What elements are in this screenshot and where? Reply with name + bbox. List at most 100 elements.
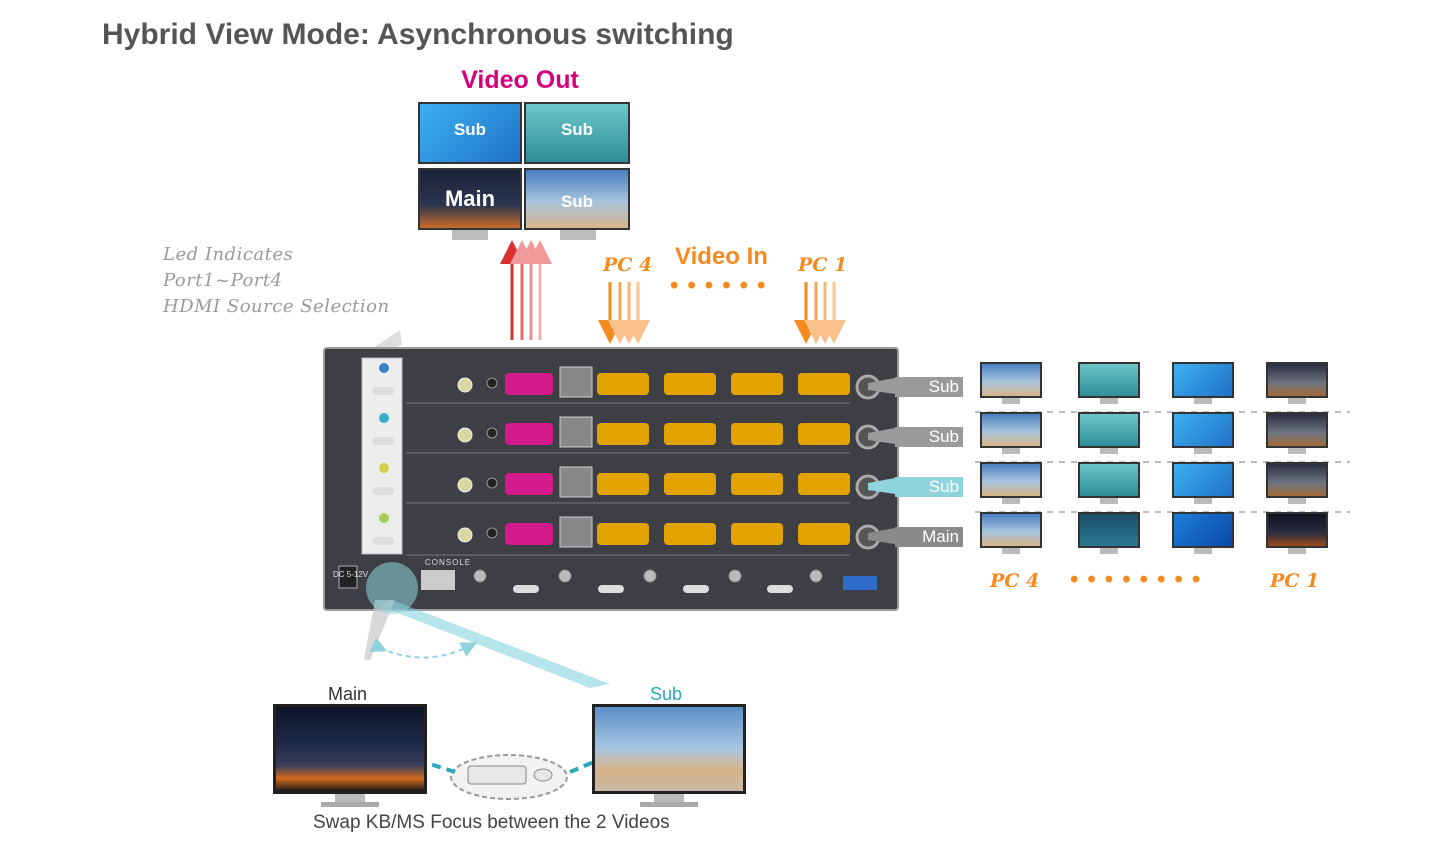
pc-grid-dots: •••••••• xyxy=(1070,566,1210,593)
video-out-screen-bottom-right: Sub xyxy=(524,168,630,230)
pc-monitor-stand xyxy=(1100,498,1118,504)
rj45-port xyxy=(559,516,593,548)
pc-grid-right-label: PC 1 xyxy=(1270,570,1320,592)
pc-monitor-stand xyxy=(1194,398,1212,404)
aux-usbc-port xyxy=(372,487,394,495)
screen-label: Main xyxy=(444,186,496,211)
pc-monitor xyxy=(1266,412,1328,458)
pc-monitor xyxy=(980,512,1042,558)
aux-usbc-port xyxy=(372,387,394,395)
swap-arrow xyxy=(369,637,478,659)
hdmi-out-port xyxy=(505,373,553,395)
video-in-pc-right: PC 1 xyxy=(798,254,848,276)
video-in-pc-left: PC 4 xyxy=(603,254,653,276)
led-note-line-2: Port1~Port4 xyxy=(163,270,283,291)
audio-out-jack xyxy=(457,377,473,393)
aux-usbc-port xyxy=(372,537,394,545)
hdmi-in-port-3 xyxy=(664,373,716,395)
bottom-audio-jack xyxy=(728,569,742,583)
video-out-screen-top-left: Sub xyxy=(418,102,522,164)
rj45-port xyxy=(559,366,593,398)
hdmi-in-port-1 xyxy=(798,373,850,395)
console-label: CONSOLE xyxy=(425,558,472,567)
usbc-data-port xyxy=(513,585,539,593)
usb-a-port xyxy=(843,576,877,590)
caption: Swap KB/MS Focus between the 2 Videos xyxy=(313,812,670,833)
pc-monitor-screen xyxy=(1266,362,1328,398)
main-monitor-stand xyxy=(335,794,365,802)
pc-monitor-screen xyxy=(1078,512,1140,548)
screen-label: Sub xyxy=(453,120,487,139)
hdmi-in-port-4 xyxy=(597,373,649,395)
console-highlight xyxy=(366,562,418,614)
pc-monitor-stand xyxy=(1100,548,1118,554)
hdmi-in-port-4 xyxy=(597,523,649,545)
row-tag-1: Sub xyxy=(895,377,963,397)
pc-monitor-stand xyxy=(1194,448,1212,454)
video-in-arrows-pc1 xyxy=(794,282,846,344)
hdmi-in-port-4 xyxy=(597,473,649,495)
video-out-arrows xyxy=(500,240,552,340)
main-monitor xyxy=(273,704,427,808)
pc-monitor-stand xyxy=(1194,498,1212,504)
edid-button xyxy=(486,527,498,539)
edid-button xyxy=(486,477,498,489)
bottom-audio-jack xyxy=(558,569,572,583)
hdmi-in-port-1 xyxy=(798,423,850,445)
aux-usbc-port xyxy=(372,437,394,445)
pc-monitor xyxy=(1266,362,1328,408)
page-title: Hybrid View Mode: Asynchronous switching xyxy=(102,18,734,51)
pc-monitor xyxy=(1172,412,1234,458)
row-tag-3: Sub xyxy=(895,477,963,497)
usbc-data-port xyxy=(767,585,793,593)
hdmi-in-port-2 xyxy=(731,523,783,545)
bottom-audio-jack xyxy=(473,569,487,583)
pc-monitor-screen xyxy=(1266,462,1328,498)
device-ports xyxy=(338,366,881,593)
pc-monitor-stand xyxy=(1002,498,1020,504)
pc-monitor xyxy=(1078,412,1140,458)
video-out-screen-top-right: Sub xyxy=(524,102,630,164)
keyboard-mouse-group xyxy=(334,727,665,800)
screen-label: Sub xyxy=(560,192,594,211)
audio-out-jack xyxy=(457,427,473,443)
pc-grid-left-label: PC 4 xyxy=(990,570,1040,592)
tag-connectors xyxy=(868,378,895,544)
video-out-label: Video Out xyxy=(461,66,579,94)
pc-monitor xyxy=(980,412,1042,458)
rj45-port xyxy=(559,416,593,448)
pc-monitor-stand xyxy=(1288,398,1306,404)
pc-monitor-stand xyxy=(1002,448,1020,454)
video-in-arrows-pc4 xyxy=(598,282,650,344)
pc-monitor-screen xyxy=(980,512,1042,548)
main-monitor-screen xyxy=(273,704,427,794)
pc-monitor xyxy=(1078,512,1140,558)
main-monitor-label: Main xyxy=(328,684,368,704)
pc-monitor-screen xyxy=(1078,412,1140,448)
device-row-separators xyxy=(406,402,850,556)
sub-monitor-base xyxy=(640,802,698,807)
dc-label: DC 5-12V xyxy=(333,570,369,579)
hdmi-in-port-2 xyxy=(731,373,783,395)
screen-label: Sub xyxy=(560,120,594,139)
pc-monitor xyxy=(1266,512,1328,558)
pc-monitor xyxy=(1172,512,1234,558)
led-note-line-3: HDMI Source Selection xyxy=(163,296,390,317)
pc-grid xyxy=(975,362,1335,562)
edid-button xyxy=(486,427,498,439)
pc-monitor-screen xyxy=(980,362,1042,398)
hdmi-in-port-4 xyxy=(597,423,649,445)
monitor-stand xyxy=(452,230,488,240)
sub-monitor-label: Sub xyxy=(650,684,683,704)
hdmi-in-port-2 xyxy=(731,473,783,495)
pc-monitor-stand xyxy=(1002,548,1020,554)
hdmi-in-port-3 xyxy=(664,523,716,545)
main-monitor-base xyxy=(321,802,379,807)
sub-monitor xyxy=(592,704,746,808)
hdmi-in-port-2 xyxy=(731,423,783,445)
pc-monitor-screen xyxy=(1078,462,1140,498)
hdmi-out-port xyxy=(505,473,553,495)
led-note-line-1: Led Indicates xyxy=(163,244,294,265)
pc-monitor-stand xyxy=(1288,548,1306,554)
